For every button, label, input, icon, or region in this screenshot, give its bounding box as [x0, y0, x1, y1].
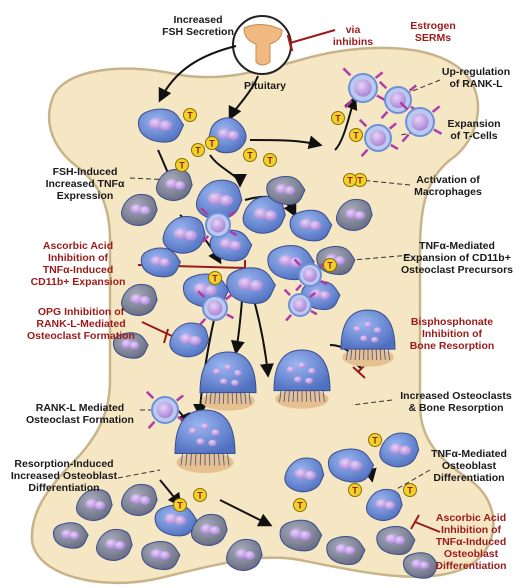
tcell-badge-icon: T [294, 499, 307, 512]
tcell-badge-icon: T [209, 272, 222, 285]
svg-text:T: T [247, 151, 253, 161]
label-estrogen-serms: Estrogen SERMs [400, 20, 466, 44]
tcell-badge-icon: T [332, 112, 345, 125]
tcell-badge-icon: T [264, 154, 277, 167]
estrogen-inhibition-line [288, 30, 335, 51]
tcell-badge-icon: T [194, 489, 207, 502]
tcell-badge-icon: T [349, 484, 362, 497]
label-resorption-osteoblast: Resorption-Induced Increased Osteoblast … [4, 458, 124, 494]
label-tcell-expansion: Expansion of T-Cells [430, 118, 518, 142]
label-bisphosphonate: Bisphosphonate Inhibition of Bone Resorp… [400, 316, 504, 352]
svg-text:T: T [212, 274, 218, 284]
svg-text:T: T [297, 501, 303, 511]
label-increased-osteoclasts: Increased Osteoclasts & Bone Resorption [392, 390, 520, 414]
svg-text:T: T [335, 114, 341, 124]
svg-text:T: T [353, 131, 359, 141]
tcell-badge-icon: T [206, 137, 219, 150]
tcell-badge-icon: T [350, 129, 363, 142]
label-ascorbic-osteoblast: Ascorbic Acid Inhibition of TNFα-Induced… [424, 512, 518, 572]
tcell-badge-icon: T [324, 259, 337, 272]
svg-text:T: T [357, 176, 363, 186]
svg-text:T: T [352, 486, 358, 496]
svg-text:T: T [407, 486, 413, 496]
svg-text:T: T [197, 491, 203, 501]
osteoclast-cell [274, 350, 330, 409]
tcell-badge-icon: T [369, 434, 382, 447]
svg-text:T: T [187, 111, 193, 121]
tcell-badge-icon: T [174, 499, 187, 512]
label-opg-inhibition: OPG Inhibition of RANK-L-Mediated Osteoc… [22, 306, 140, 342]
svg-text:T: T [327, 261, 333, 271]
tcell-badge-icon: T [192, 144, 205, 157]
tcell-badge-icon: T [404, 484, 417, 497]
label-rankl-formation: RANK-L Mediated Osteoclast Formation [20, 402, 140, 426]
label-ascorbic-cd11b: Ascorbic Acid Inhibition of TNFα-Induced… [22, 240, 134, 288]
osteoclast-cell [341, 310, 395, 367]
label-fsh-tnf: FSH-Induced Increased TNFα Expression [35, 166, 135, 202]
svg-text:T: T [209, 139, 215, 149]
tcell-badge-icon: T [184, 109, 197, 122]
label-rankl-upregulation: Up-regulation of RANK-L [430, 66, 522, 90]
tcell-badge-icon: T [176, 159, 189, 172]
tcell-badge-icon: T [344, 174, 357, 187]
osteoclast-cell [175, 410, 235, 473]
label-tnf-cd11b: TNFα-Mediated Expansion of CD11b+ Osteoc… [392, 240, 522, 276]
svg-text:T: T [179, 161, 185, 171]
svg-text:T: T [347, 176, 353, 186]
svg-text:T: T [267, 156, 273, 166]
svg-text:T: T [372, 436, 378, 446]
label-pituitary: Pituitary [235, 80, 295, 92]
svg-text:T: T [195, 146, 201, 156]
svg-text:T: T [177, 501, 183, 511]
label-via-inhibins: via inhibins [330, 24, 376, 48]
label-tnf-osteoblast: TNFα-Mediated Osteoblast Differentiation [424, 448, 514, 484]
tcell-badge-icon: T [244, 149, 257, 162]
label-macrophage-activation: Activation of Macrophages [400, 174, 496, 198]
osteoclast-cell [200, 352, 256, 411]
label-increased-fsh: Increased FSH Secretion [148, 14, 248, 38]
